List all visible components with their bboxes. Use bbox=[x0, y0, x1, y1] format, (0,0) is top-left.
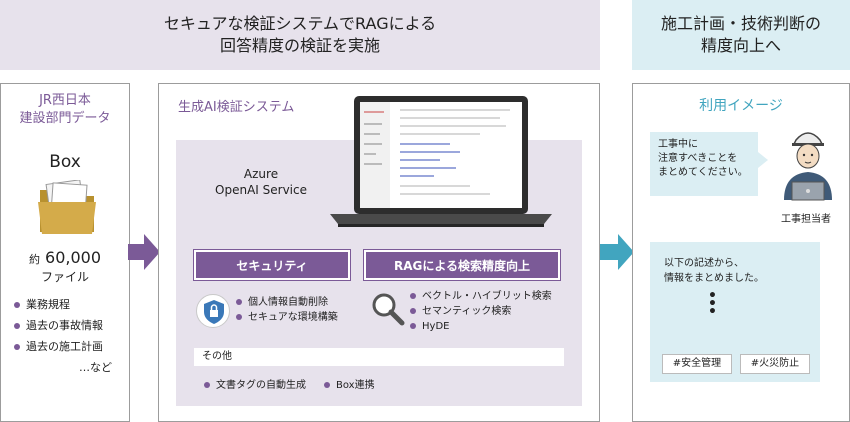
other-list: 文書タグの自動生成 Box連携 bbox=[204, 376, 375, 391]
other-item-label: Box連携 bbox=[336, 380, 375, 391]
bubble-tail bbox=[758, 152, 768, 168]
list-item: 業務規程 bbox=[14, 296, 126, 317]
security-label: セキュリティ bbox=[193, 249, 351, 281]
security-list: 個人情報自動削除 セキュアな環境構築 bbox=[236, 296, 338, 326]
security-item-label: 個人情報自動削除 bbox=[248, 297, 328, 308]
list-item: セキュアな環境構築 bbox=[236, 311, 338, 326]
rag-list: ベクトル・ハイブリット検索 セマンティック検索 HyDE bbox=[410, 290, 552, 335]
security-item-label: セキュアな環境構築 bbox=[248, 312, 338, 323]
list-item: HyDE bbox=[410, 320, 552, 335]
list-item: セマンティック検索 bbox=[410, 305, 552, 320]
azure-label: Azure OpenAI Service bbox=[215, 167, 307, 197]
count-value: 60,000 bbox=[45, 248, 102, 267]
bullet-icon bbox=[410, 323, 416, 329]
tag-fire-prevention: #火災防止 bbox=[740, 354, 810, 374]
top-banner-left: セキュアな検証システムでRAGによる 回答精度の検証を実施 bbox=[0, 0, 600, 70]
tag-safety: #安全管理 bbox=[662, 354, 732, 374]
list-item: 文書タグの自動生成 bbox=[204, 376, 306, 391]
bullet-icon bbox=[324, 382, 330, 388]
bullet-icon bbox=[410, 293, 416, 299]
count-prefix: 約 bbox=[28, 253, 40, 266]
bullet-icon bbox=[14, 323, 20, 329]
other-label: その他 bbox=[194, 348, 564, 366]
system-title: 生成AI検証システム bbox=[178, 100, 295, 115]
box-label: Box bbox=[49, 152, 81, 172]
count-unit: ファイル bbox=[40, 270, 89, 284]
rag-item-label: セマンティック検索 bbox=[422, 306, 512, 317]
ellipsis-dots: • • • bbox=[708, 288, 717, 320]
list-item: 個人情報自動削除 bbox=[236, 296, 338, 311]
bullet-icon bbox=[204, 382, 210, 388]
arrow-right-icon bbox=[600, 234, 634, 270]
list-item: 過去の事故情報 bbox=[14, 317, 126, 338]
source-item-label: 業務規程 bbox=[26, 298, 70, 311]
list-item: ベクトル・ハイブリット検索 bbox=[410, 290, 552, 305]
bullet-icon bbox=[410, 308, 416, 314]
source-item-label: 過去の施工計画 bbox=[26, 340, 103, 353]
worker-icon bbox=[784, 132, 832, 201]
list-item: 過去の施工計画 bbox=[14, 338, 126, 359]
magnifier-icon bbox=[372, 293, 405, 326]
banner-left-text: セキュアな検証システムでRAGによる 回答精度の検証を実施 bbox=[163, 14, 437, 55]
source-list: 業務規程 過去の事故情報 過去の施工計画 bbox=[14, 296, 126, 359]
laptop-icon bbox=[330, 96, 552, 227]
person-label: 工事担当者 bbox=[781, 214, 831, 225]
bullet-icon bbox=[14, 302, 20, 308]
shield-icon bbox=[196, 294, 230, 328]
answer-text: 以下の記述から、 情報をまとめました。 bbox=[664, 258, 764, 284]
bullet-icon bbox=[236, 314, 242, 320]
bullet-icon bbox=[14, 344, 20, 350]
arrow-right-icon bbox=[128, 234, 160, 270]
folder-icon bbox=[38, 180, 96, 234]
source-title: JR西日本 建設部門データ bbox=[19, 93, 111, 126]
list-item: Box連携 bbox=[324, 376, 375, 391]
question-bubble: 工事中に 注意すべきことを まとめてください。 bbox=[650, 132, 758, 196]
rag-item-label: ベクトル・ハイブリット検索 bbox=[422, 291, 552, 302]
source-item-label: 過去の事故情報 bbox=[26, 319, 103, 332]
rag-label: RAGによる検索精度向上 bbox=[363, 249, 561, 281]
other-item-label: 文書タグの自動生成 bbox=[216, 380, 306, 391]
usage-title: 利用イメージ bbox=[699, 98, 783, 114]
shield-glyph-icon bbox=[204, 300, 224, 324]
source-etc: …など bbox=[79, 361, 112, 374]
bullet-icon bbox=[236, 299, 242, 305]
top-banner-right: 施工計画・技術判断の 精度向上へ bbox=[632, 0, 850, 70]
rag-item-label: HyDE bbox=[422, 321, 450, 332]
banner-right-text: 施工計画・技術判断の 精度向上へ bbox=[660, 14, 821, 55]
source-panel bbox=[0, 83, 130, 422]
file-count: 約 60,000 bbox=[0, 248, 130, 267]
